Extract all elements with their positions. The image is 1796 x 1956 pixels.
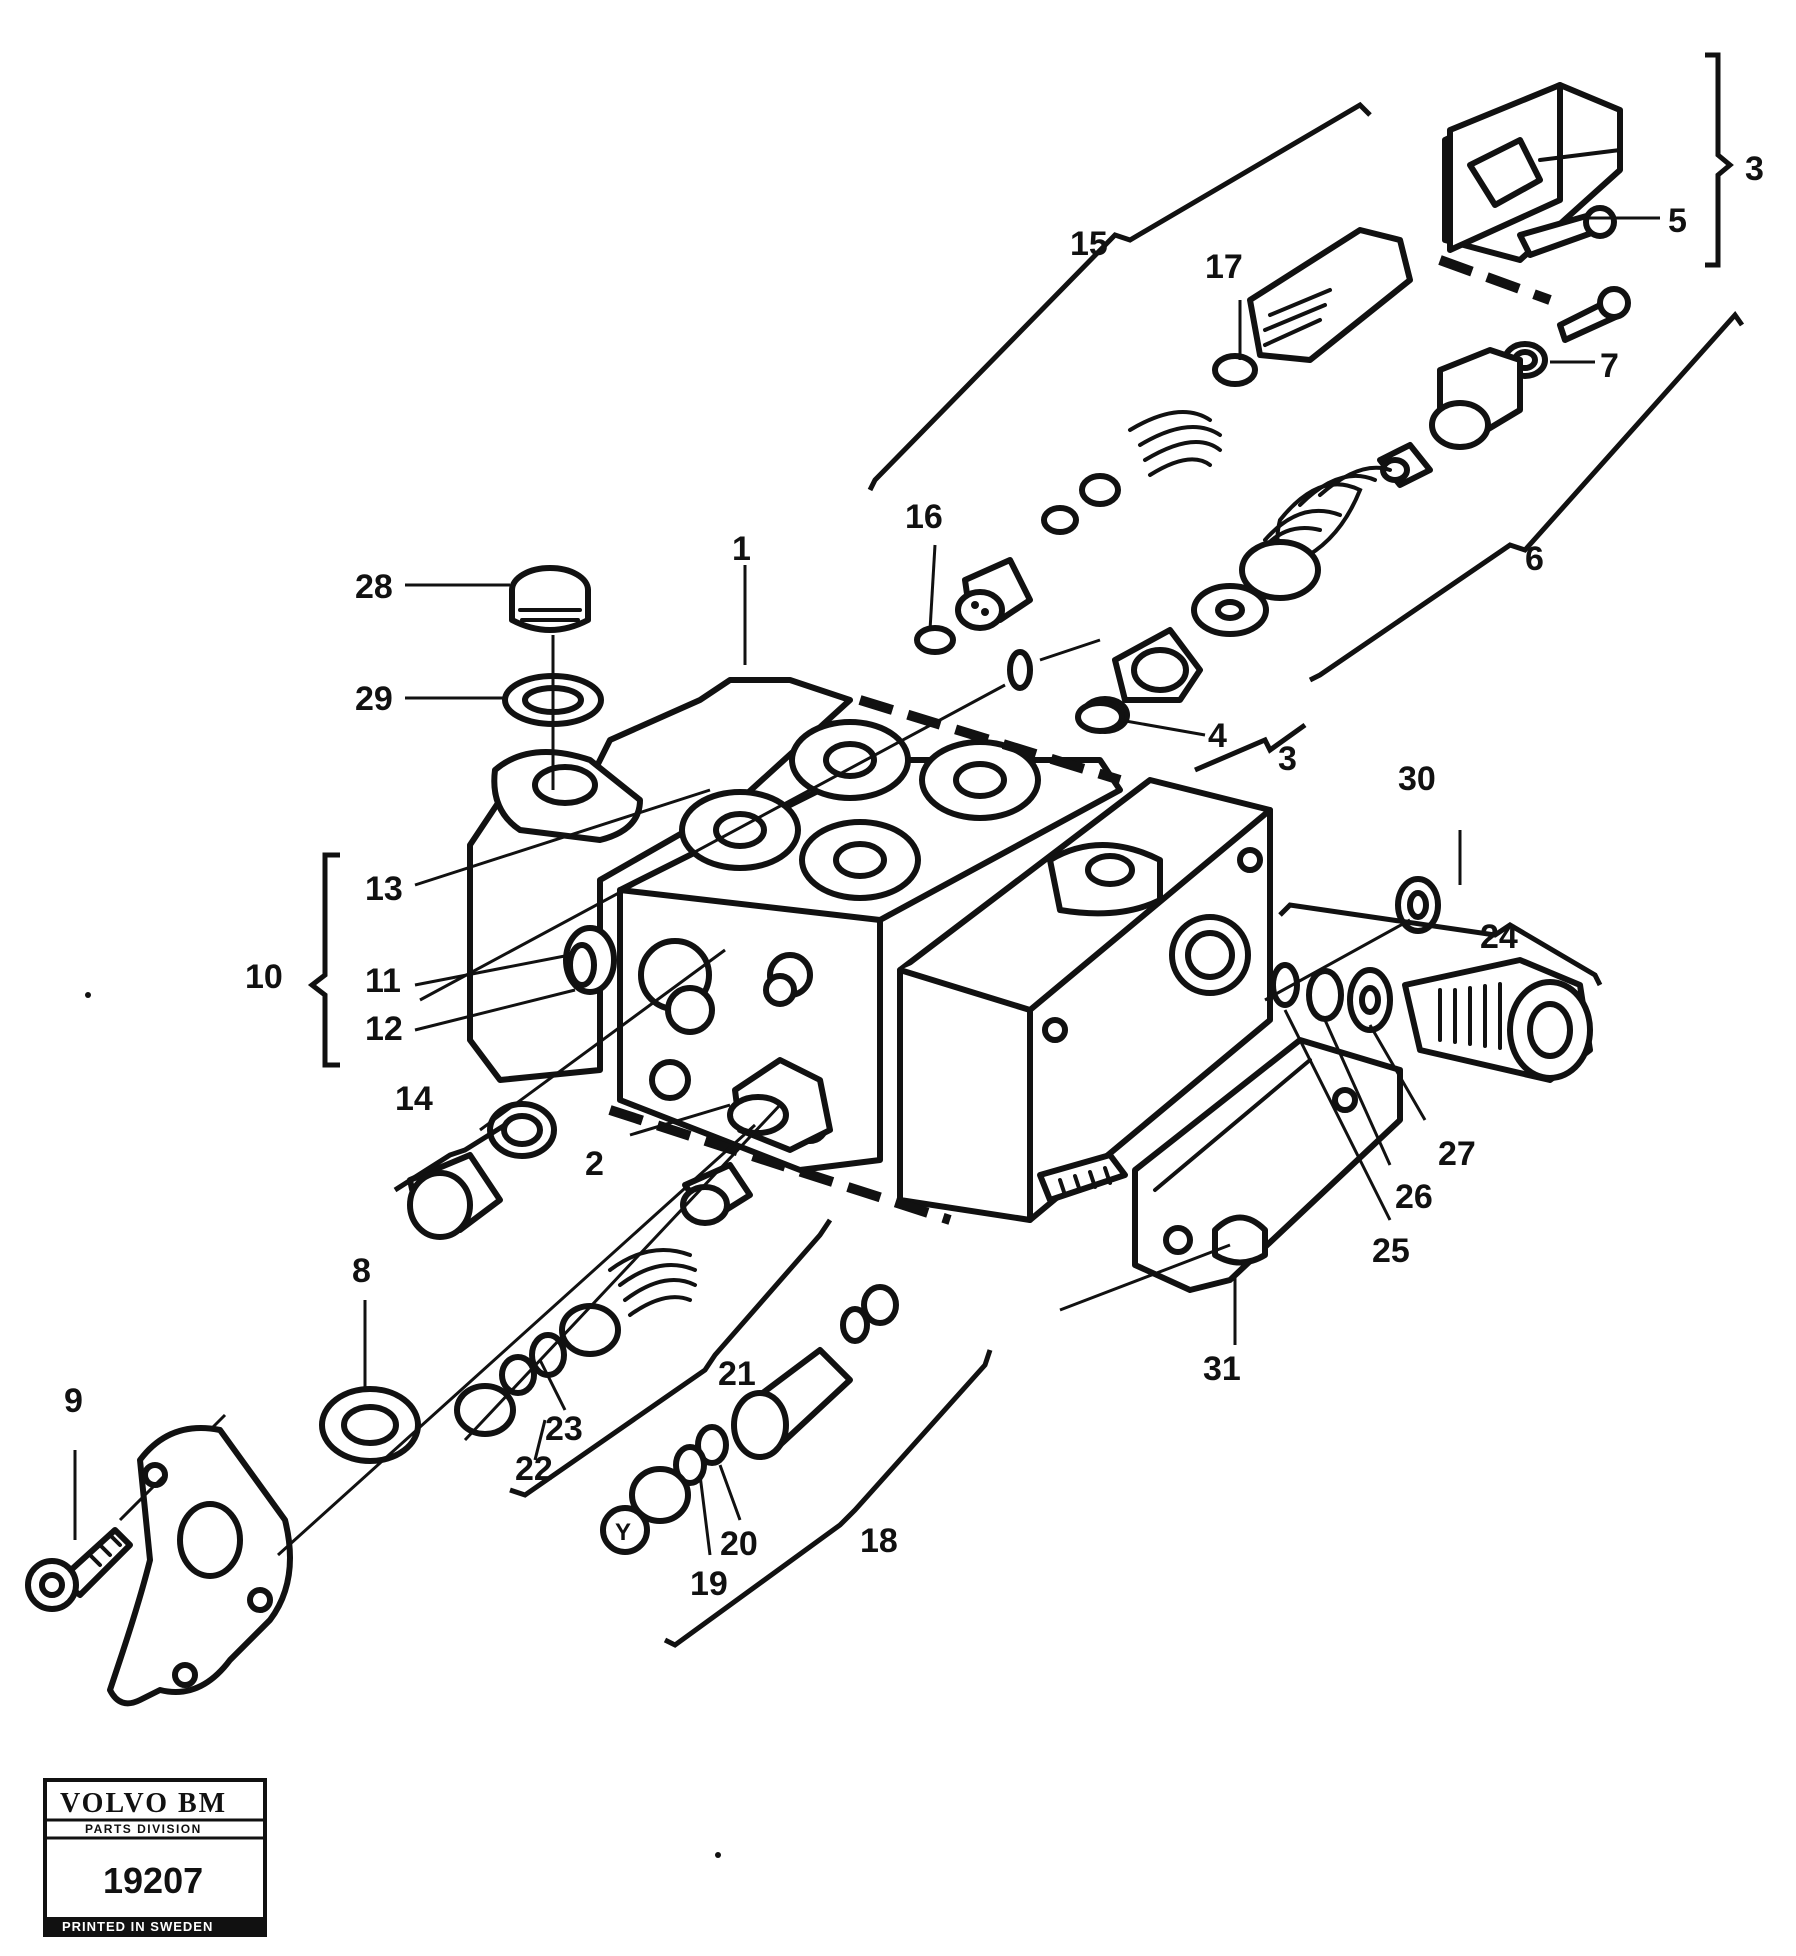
callout-1: 1: [732, 530, 751, 568]
callout-30: 30: [1398, 760, 1436, 798]
callout-31: 31: [1203, 1350, 1241, 1388]
callout-13: 13: [365, 870, 403, 908]
callout-28: 28: [355, 568, 393, 606]
valve-body: [467, 677, 1273, 1223]
speck: [715, 1852, 721, 1858]
callout-2: 2: [585, 1145, 604, 1183]
lever-bracket: [107, 1425, 293, 1707]
spool-assembly-part18: [600, 1284, 899, 1555]
screw-part7-upper: [1557, 286, 1631, 343]
callout-18: 18: [860, 1522, 898, 1560]
plug-part14: [407, 1101, 557, 1240]
callout-23: 23: [545, 1410, 583, 1448]
seal-part8: [319, 1386, 421, 1464]
callout-3-top: 3: [1745, 150, 1764, 188]
grouping-brackets: [307, 52, 1745, 1648]
bracket-part31: [1037, 1037, 1403, 1293]
callout-24: 24: [1480, 918, 1518, 956]
callout-6: 6: [1525, 540, 1544, 578]
callout-7: 7: [1600, 347, 1619, 385]
callout-25: 25: [1372, 1232, 1410, 1270]
callout-11: 11: [365, 962, 401, 1000]
dash-line-mid: [858, 695, 1122, 785]
callout-14: 14: [395, 1080, 433, 1118]
stamp-footer: PRINTED IN SWEDEN: [62, 1919, 213, 1934]
speck: [85, 992, 91, 998]
callout-19: 19: [690, 1565, 728, 1603]
callout-9: 9: [64, 1382, 83, 1420]
relief-valve-assembly-part6: [1080, 341, 1548, 734]
callout-27: 27: [1438, 1135, 1476, 1173]
volvo-bm-parts-stamp: VOLVO BM PARTS DIVISION 19207 PRINTED IN…: [43, 1778, 267, 1937]
callout-10: 10: [245, 958, 283, 996]
callout-26: 26: [1395, 1178, 1433, 1216]
callout-21: 21: [718, 1355, 756, 1393]
oring-part4: [1075, 700, 1125, 734]
callout-3-mid: 3: [1278, 740, 1297, 778]
callout-y-marker: Y: [615, 1519, 631, 1546]
plug-part28: [509, 565, 591, 633]
stamp-number: 19207: [103, 1860, 203, 1901]
callout-5: 5: [1668, 202, 1687, 240]
stamp-division: PARTS DIVISION: [85, 1822, 202, 1836]
callout-22: 22: [515, 1450, 553, 1488]
callout-17: 17: [1205, 248, 1243, 286]
callout-16: 16: [905, 498, 943, 536]
screw-part5: [1517, 205, 1617, 258]
callout-12: 12: [365, 1010, 403, 1048]
fitting-assembly-part24: [1270, 957, 1593, 1083]
callout-8: 8: [352, 1252, 371, 1290]
fitting-part11-12: [563, 925, 617, 995]
washer-part30: [1395, 876, 1441, 934]
dash-line-top-right: [1438, 255, 1552, 305]
pilot-valve-assembly-part15: [914, 227, 1413, 691]
dash-line-bottom: [608, 1105, 952, 1225]
cover-housing-part3: [1442, 82, 1623, 263]
callout-4: 4: [1208, 717, 1227, 755]
leader-lines: [73, 216, 1660, 1557]
callout-labels: 1 2 3 3 4 5 6 7 8 9 10 11 12 13 14 15 16…: [64, 150, 1764, 1603]
bolt-part9: [25, 1527, 133, 1612]
stamp-brand: VOLVO BM: [60, 1788, 227, 1819]
callout-15: 15: [1070, 225, 1108, 263]
callout-29: 29: [355, 680, 393, 718]
spool-assembly-part21: [454, 1162, 753, 1437]
callout-20: 20: [720, 1525, 758, 1563]
